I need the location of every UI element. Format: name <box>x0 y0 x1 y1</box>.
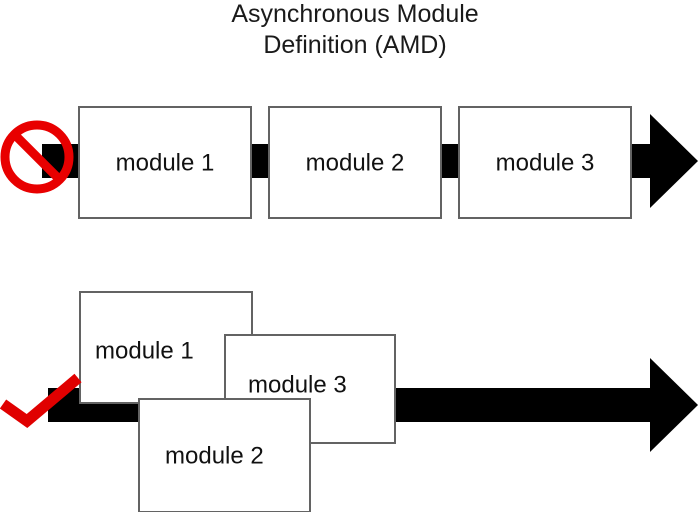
prohibited-sign-icon <box>0 120 74 194</box>
module-box-label: module 3 <box>248 371 347 398</box>
module-box-bottom-2[interactable]: module 2 <box>138 398 311 512</box>
module-box-label: module 3 <box>496 149 595 176</box>
module-box-label: module 2 <box>165 442 264 469</box>
arrow-head-icon <box>650 114 698 208</box>
asynchronous-row: module 1 module 3 module 2 <box>0 291 698 512</box>
arrow-head-icon <box>650 358 698 452</box>
module-box-top-2[interactable]: module 2 <box>268 106 442 219</box>
module-box-label: module 1 <box>116 149 215 176</box>
module-box-label: module 2 <box>306 149 405 176</box>
module-box-outline <box>268 106 442 219</box>
module-box-outline <box>458 106 632 219</box>
module-box-outline <box>138 398 311 512</box>
module-box-top-3[interactable]: module 3 <box>458 106 632 219</box>
module-box-label: module 1 <box>95 337 194 364</box>
module-box-bottom-1[interactable]: module 1 <box>79 291 253 404</box>
module-box-outline <box>79 291 253 404</box>
module-box-outline <box>78 106 252 219</box>
diagram-title: Asynchronous Module Definition (AMD) <box>231 0 478 59</box>
title-line-1: Asynchronous Module <box>231 0 478 28</box>
module-box-top-1[interactable]: module 1 <box>78 106 252 219</box>
synchronous-row: module 1 module 2 module 3 <box>0 106 698 219</box>
title-line-2: Definition (AMD) <box>263 31 446 59</box>
check-mark-icon <box>0 373 82 428</box>
